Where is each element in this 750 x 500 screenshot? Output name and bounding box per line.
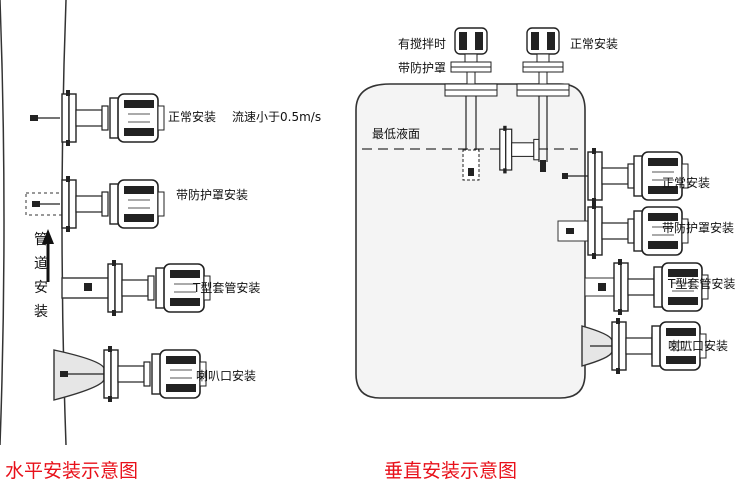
right-horn-transmitter bbox=[581, 317, 707, 375]
top-left-label-2: 带防护罩 bbox=[398, 60, 446, 75]
left-horn-label: 喇叭口安装 bbox=[196, 368, 256, 383]
right-guard-label: 带防护罩安装 bbox=[662, 220, 734, 235]
flow-arrow-icon bbox=[42, 229, 54, 282]
right-tee-label: T型套管安装 bbox=[667, 276, 735, 291]
top-left-label-1: 有搅拌时 bbox=[398, 36, 446, 51]
min-level-label: 最低液面 bbox=[372, 126, 420, 141]
left-caption: 水平安装示意图 bbox=[5, 460, 138, 482]
top-guard-transmitter bbox=[444, 27, 498, 181]
flow-label-3: 安 bbox=[34, 280, 48, 296]
left-tee-transmitter bbox=[61, 259, 211, 317]
flow-label-2: 道 bbox=[34, 256, 48, 272]
right-guard-transmitter bbox=[557, 202, 689, 260]
left-tee-label: T型套管安装 bbox=[192, 280, 260, 295]
flow-label-1: 管 bbox=[34, 232, 48, 248]
right-horn-label: 喇叭口安装 bbox=[668, 338, 728, 353]
tank-outline bbox=[355, 83, 586, 399]
left-normal-label: 正常安装 bbox=[168, 109, 216, 124]
right-normal-label: 正常安装 bbox=[662, 175, 710, 190]
flow-label-4: 装 bbox=[34, 304, 48, 320]
flow-speed-label: 流速小于0.5m/s bbox=[232, 110, 321, 124]
top-right-label: 正常安装 bbox=[570, 36, 618, 51]
left-guard-transmitter bbox=[25, 175, 165, 233]
left-normal-transmitter bbox=[30, 89, 165, 147]
left-guard-label: 带防护罩安装 bbox=[176, 187, 248, 202]
left-horn-transmitter bbox=[53, 345, 207, 403]
right-tee-transmitter bbox=[584, 258, 709, 316]
right-caption: 垂直安装示意图 bbox=[384, 460, 517, 482]
right-normal-transmitter bbox=[499, 125, 590, 179]
